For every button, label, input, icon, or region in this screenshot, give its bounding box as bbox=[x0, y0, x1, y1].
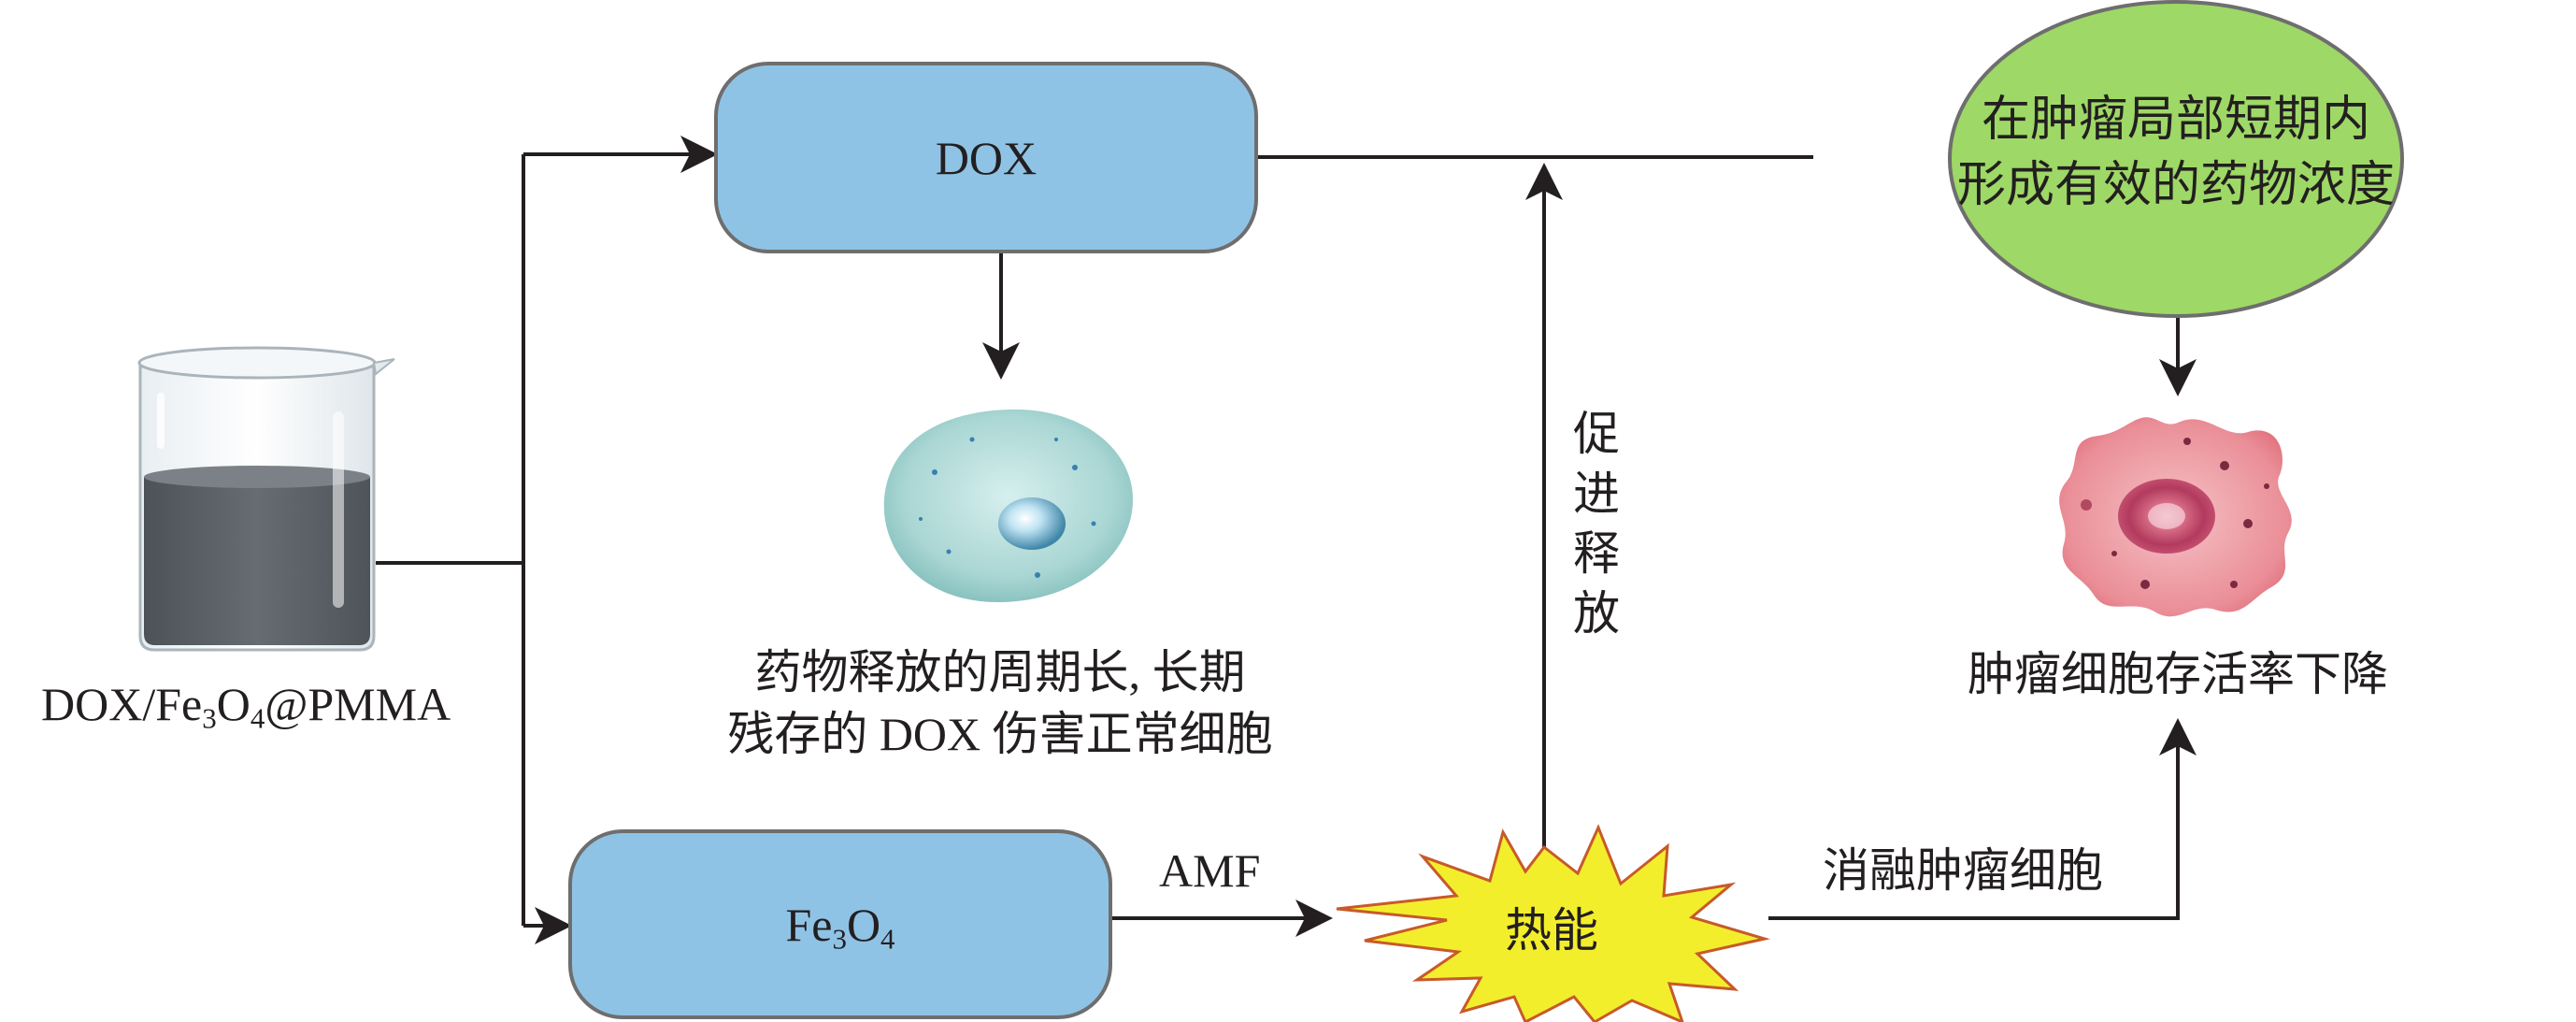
promote-release-label: 促进释放 bbox=[1573, 408, 1620, 640]
dox-box-label: DOX bbox=[935, 131, 1038, 184]
normal-cell-caption-line1: 药物释放的周期长, 长期 bbox=[754, 646, 1246, 698]
result-ellipse-line1: 在肿瘤局部短期内 bbox=[1981, 94, 2370, 147]
normal-cell-nucleus bbox=[998, 497, 1066, 550]
amf-label: AMF bbox=[1159, 844, 1261, 897]
heat-burst-icon bbox=[1336, 824, 1770, 1022]
fe3o4-box: Fe3O4 bbox=[568, 829, 1112, 1019]
normal-cell-caption: 药物释放的周期长, 长期 残存的 DOX 伤害正常细胞 bbox=[692, 641, 1309, 765]
tumor-cell-icon bbox=[2059, 417, 2292, 617]
result-ellipse-line2: 形成有效的药物浓度 bbox=[1956, 159, 2395, 212]
beaker-label: DOX/Fe3O4@PMMA bbox=[41, 678, 451, 735]
ablate-tumor-label: 消融肿瘤细胞 bbox=[1823, 844, 2103, 897]
result-ellipse-text: 在肿瘤局部短期内 形成有效的药物浓度 bbox=[1950, 88, 2402, 219]
tumor-cell-caption: 肿瘤细胞存活率下降 bbox=[1968, 648, 2388, 700]
normal-cell-caption-line2: 残存的 DOX 伤害正常细胞 bbox=[727, 708, 1273, 760]
fe3o4-box-label: Fe3O4 bbox=[785, 898, 895, 956]
normal-cell-icon bbox=[883, 409, 1133, 603]
arrow-heat-to-tumor bbox=[1768, 718, 2197, 920]
heat-burst-label: 热能 bbox=[1505, 904, 1598, 957]
dox-box: DOX bbox=[714, 62, 1258, 253]
result-ellipse-shape bbox=[1948, 0, 2404, 318]
beaker-icon bbox=[137, 346, 395, 652]
connector-lines bbox=[376, 136, 2197, 944]
